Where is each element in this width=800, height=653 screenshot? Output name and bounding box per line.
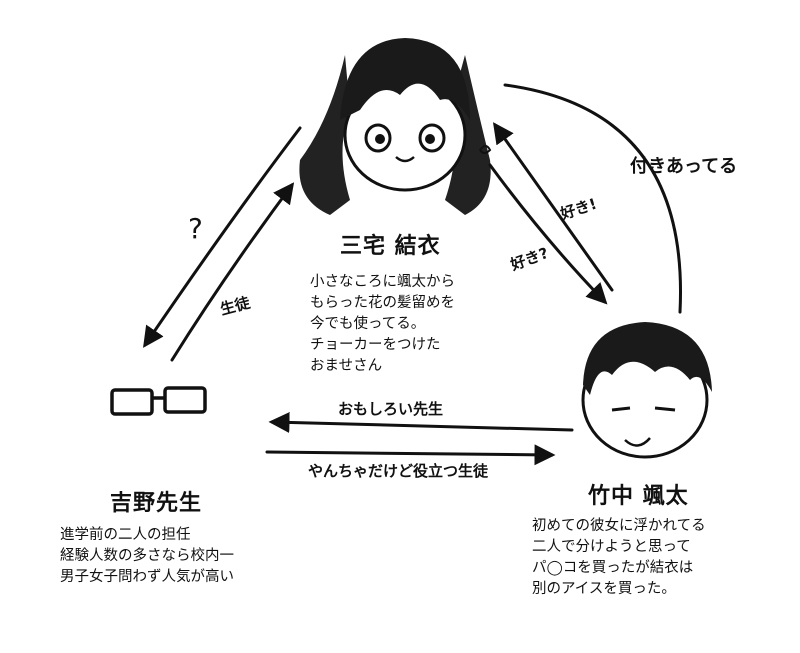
desc-line: パ◯コを買ったが結衣は xyxy=(532,560,694,576)
desc-line: 別のアイスを買った。 xyxy=(532,581,676,597)
sota-portrait xyxy=(581,322,712,459)
desc-line: 二人で分けようと思って xyxy=(532,539,691,555)
yui-description: 小さなころに颯太から もらった花の髪留めを 今でも使ってる。 チョーカーをつけた… xyxy=(310,272,455,377)
arrow-yoshino-to-yui xyxy=(170,182,295,362)
yui-portrait xyxy=(299,38,492,215)
arrow-sota-to-yoshino xyxy=(268,411,574,433)
relationship-arrows xyxy=(143,83,683,466)
sota-description: 初めての彼女に浮かれてる 二人で分けようと思って パ◯コを買ったが結衣は 別のア… xyxy=(532,516,706,600)
desc-line: 今でも使ってる。 xyxy=(310,316,426,332)
sota-name: 竹中 颯太 xyxy=(588,484,689,509)
line-dating xyxy=(503,83,683,314)
desc-line: 進学前の二人の担任 xyxy=(60,527,191,543)
arrow-yoshino-to-sota xyxy=(265,444,556,466)
desc-line: 小さなころに颯太から xyxy=(310,274,455,290)
label-useful-teacher: やんちゃだけど役立つ生徒 xyxy=(308,462,489,480)
desc-line: 男子女子問わず人気が高い xyxy=(60,569,234,585)
desc-line: もらった花の髪留めを xyxy=(310,295,455,311)
desc-line: おませさん xyxy=(310,358,383,374)
arrow-yui-to-yoshino xyxy=(143,126,302,348)
yoshino-description: 進学前の二人の担任 経験人数の多さなら校内一 男子女子問わず人気が高い xyxy=(60,525,234,588)
label-dating: 付きあってる xyxy=(630,156,738,177)
desc-line: 初めての彼女に浮かれてる xyxy=(532,518,706,534)
desc-line: 経験人数の多さなら校内一 xyxy=(60,548,234,564)
desc-line: チョーカーをつけた xyxy=(310,337,441,353)
arrow-yui-to-sota xyxy=(488,163,608,305)
arrow-sota-to-yui xyxy=(492,122,614,292)
yoshino-name: 吉野先生 xyxy=(110,491,203,516)
glasses-icon xyxy=(110,386,207,416)
yui-name: 三宅 結衣 xyxy=(340,234,441,259)
label-unknown: ? xyxy=(188,212,203,245)
label-interesting-teacher: おもしろい先生 xyxy=(338,400,444,418)
